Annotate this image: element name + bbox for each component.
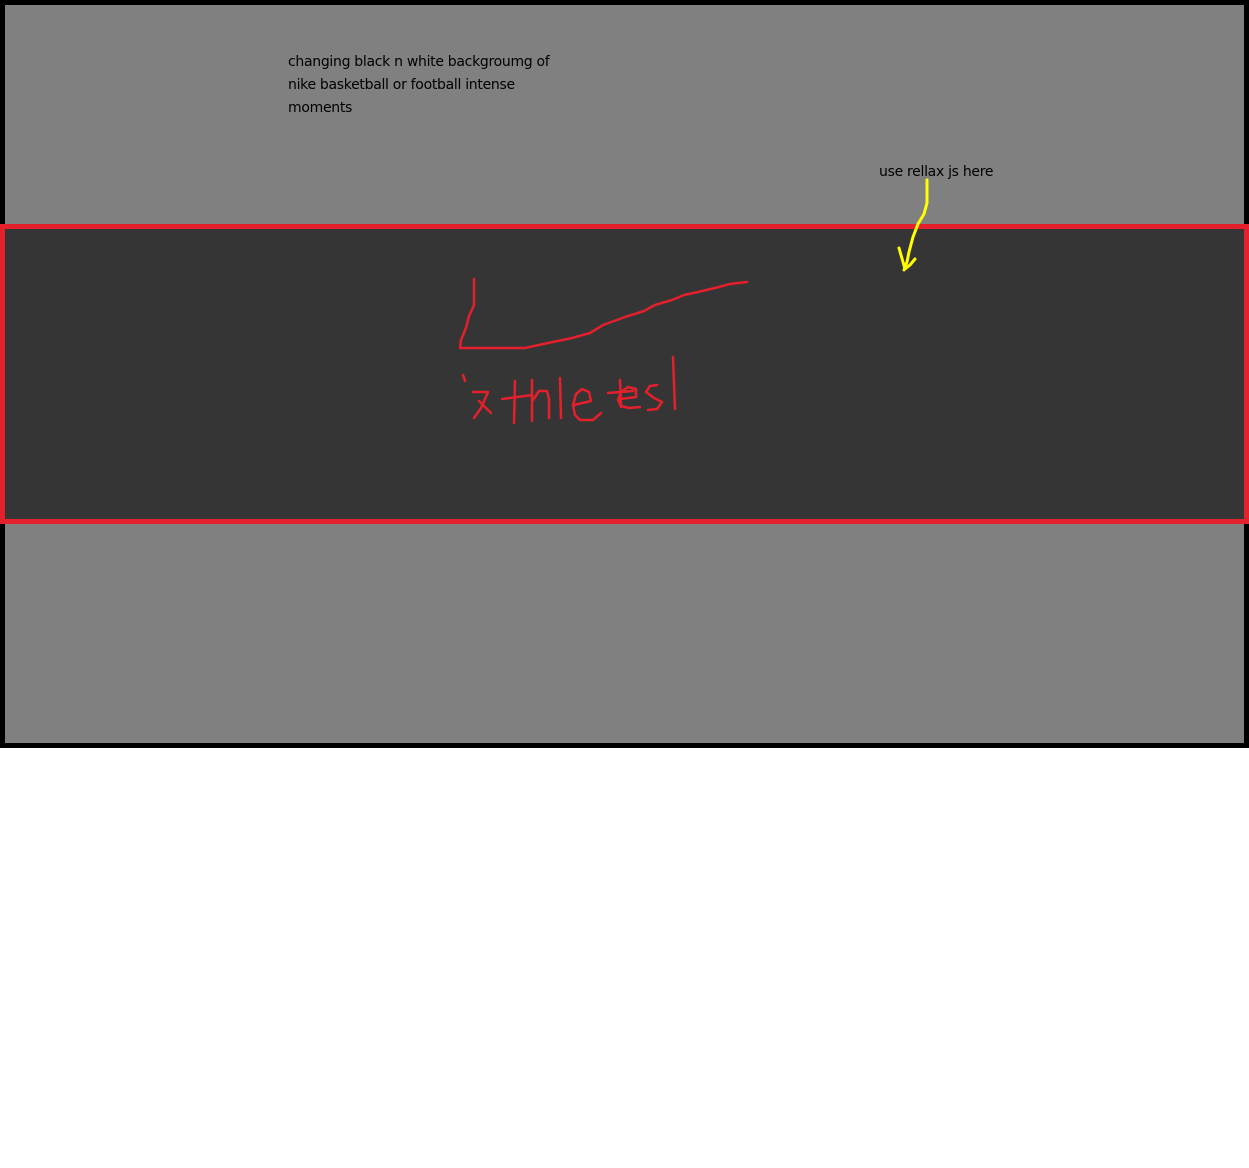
parallax-note: use rellax js here [879,164,994,180]
background-note: changing black n white backgroumg of nik… [288,51,588,120]
background-note-line: changing black n white backgroumg of [288,54,550,70]
hero-band [0,224,1249,524]
background-note-line: nike basketball or football intense [288,77,515,93]
background-note-line: moments [288,100,353,116]
